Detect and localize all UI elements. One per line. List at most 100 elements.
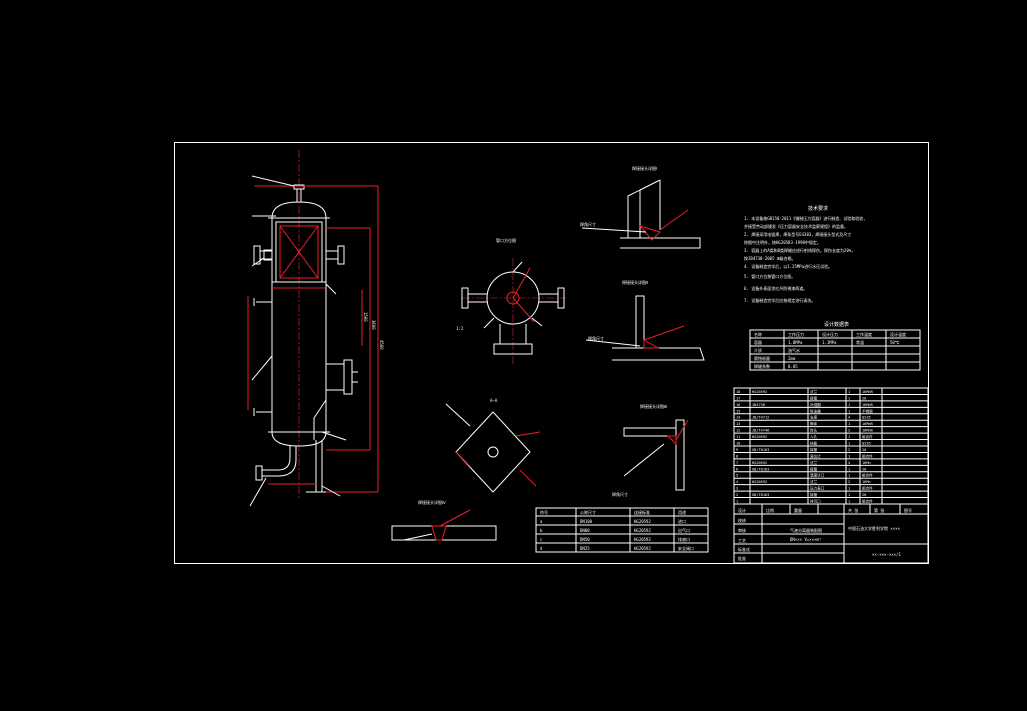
design-cell: 腐蚀裕量 bbox=[754, 355, 770, 361]
bom-cell: Q235 bbox=[862, 416, 871, 420]
bom-cell: 2 bbox=[848, 480, 850, 484]
bom-cell: 11 bbox=[736, 435, 740, 439]
bom-cell: 1 bbox=[848, 442, 850, 446]
bom-cell: 18 bbox=[736, 390, 740, 394]
nozzle-header: 符号 bbox=[540, 509, 548, 515]
dim-part-text: 1500 bbox=[363, 312, 368, 322]
drawing-number: ××-×××-×××/1 bbox=[872, 552, 901, 557]
bom-cell: 1 bbox=[848, 422, 850, 426]
design-cell: 常温 bbox=[856, 339, 864, 345]
nozzle-cell: 排液口 bbox=[678, 536, 690, 542]
design-data-table: 设计数据表 名称 工作压力 设计压力 工作温度 设计温度 容器 1.0MPa 1… bbox=[749, 321, 921, 371]
bom-cell: 20 bbox=[862, 396, 866, 400]
nozzle-cell: DN80 bbox=[580, 528, 590, 533]
bom-cell: 组合件 bbox=[862, 434, 873, 439]
title-row-label: 批准 bbox=[738, 555, 746, 561]
bom-cell: 压力表口 bbox=[810, 486, 825, 491]
bom-cell: 2 bbox=[848, 429, 850, 433]
design-header: 工作温度 bbox=[856, 331, 872, 337]
bom-cell: JB4736 bbox=[752, 403, 765, 407]
bom-cell: 8 bbox=[736, 454, 738, 458]
bom-cell: 17 bbox=[736, 396, 740, 400]
nozzle-cell: a bbox=[540, 519, 543, 524]
weld-size-label-2: 焊角尺寸 bbox=[588, 335, 604, 341]
bom-cell: 4 bbox=[736, 480, 738, 484]
bom-cell: HG20592 bbox=[752, 435, 767, 439]
weld-detail-2: 焊接接头详图Ⅱ 焊角尺寸 bbox=[585, 279, 705, 361]
bom-cell: GB/T8163 bbox=[752, 448, 769, 452]
bom-cell: 1 bbox=[848, 500, 850, 504]
bom-cell: GB/T8163 bbox=[752, 467, 769, 471]
bom-cell: 16MnR bbox=[862, 429, 874, 433]
company-name: 中国石油大学胜利学院 ×××× bbox=[848, 525, 901, 531]
drawing-spec: DN××× V=×××m³ bbox=[790, 537, 821, 542]
bom-cell: 1 bbox=[848, 487, 850, 491]
nozzle-header: 连接标准 bbox=[634, 509, 650, 515]
note-line: 并接受劳动部颁发《压力容器安全技术监察规程》的监督。 bbox=[744, 223, 848, 229]
title-block: 设计 校核 审核 工艺 标准化 批准 比例 重量 共 张 第 张 图号 气液分离… bbox=[733, 503, 929, 564]
bom-cell: 20 bbox=[862, 448, 866, 452]
weld-size-label-1: 焊角尺寸 bbox=[580, 221, 596, 227]
bom-cell: 挡板 bbox=[810, 441, 818, 446]
bom-cell: 3 bbox=[736, 487, 738, 491]
design-header: 设计压力 bbox=[822, 331, 838, 337]
bom-cell: 排污口 bbox=[810, 499, 821, 504]
bom-cell: 1 bbox=[848, 474, 850, 478]
bom-cell: 1 bbox=[848, 493, 850, 497]
bom-cell: 2 bbox=[848, 448, 850, 452]
bom-cell: 20 bbox=[862, 467, 866, 471]
bom-cell: 1 bbox=[736, 500, 738, 504]
drawing-name: 气液分离器装配图 bbox=[790, 527, 822, 533]
bom-cell: JB/T4746 bbox=[752, 429, 769, 433]
title-col-label: 比例 bbox=[766, 507, 774, 513]
note-line: 1. 本设备按GB150-2011《钢制压力容器》进行制造、试验和验收， bbox=[744, 215, 867, 221]
design-cell: 1.1MPa bbox=[822, 340, 837, 345]
title-row-label: 校核 bbox=[738, 517, 746, 523]
scale-note: 1:2 bbox=[456, 326, 464, 331]
bom-cell: JB/T4712 bbox=[752, 416, 769, 420]
bom-cell: 4 bbox=[848, 461, 850, 465]
title-row-label: 工艺 bbox=[738, 538, 746, 543]
section-aa: A—A bbox=[445, 398, 541, 493]
design-cell: 0.85 bbox=[788, 364, 798, 369]
bom-cell: 封头 bbox=[810, 428, 818, 433]
bom-cell: 1 bbox=[848, 435, 850, 439]
note-line: 按JB4730-2005 Ⅲ级合格。 bbox=[744, 255, 796, 261]
bom-cell: 法兰 bbox=[810, 460, 818, 465]
bom-cell: 补强圈 bbox=[810, 402, 821, 407]
bom-cell: 1 bbox=[848, 454, 850, 458]
nozzle-cell: 进口 bbox=[678, 518, 686, 524]
bom-cell: 筒体 bbox=[810, 421, 818, 426]
weld-detail-2-title: 焊接接头详图Ⅱ bbox=[622, 279, 648, 285]
bom-cell: 10 bbox=[736, 442, 740, 446]
dim-shell-text: 3600 bbox=[371, 320, 376, 330]
bom-cell: 16 bbox=[736, 403, 740, 407]
note-line: 7. 设备制造完毕后应按规定进行清洗。 bbox=[744, 297, 815, 303]
drawing-border bbox=[174, 142, 929, 564]
bom-cell: 5 bbox=[736, 474, 738, 478]
section-aa-title: A—A bbox=[490, 398, 498, 403]
bom-cell: 16MnR bbox=[862, 422, 874, 426]
bom-cell: 法兰 bbox=[810, 479, 818, 484]
design-header: 设计温度 bbox=[890, 331, 906, 337]
bom-cell: 9 bbox=[736, 448, 738, 452]
nozzle-cell: DN50 bbox=[580, 537, 590, 542]
bom-cell: 20 bbox=[862, 493, 866, 497]
nozzle-cell: HG20592 bbox=[634, 546, 651, 551]
nozzle-cell: DN100 bbox=[580, 519, 593, 524]
nozzle-cell: d bbox=[540, 546, 543, 551]
design-cell: 50℃ bbox=[890, 340, 900, 345]
note-line: 3. 容器上的A类和B类焊缝应进行射线探伤，探伤长度为20%， bbox=[744, 247, 855, 253]
nozzle-cell: HG20592 bbox=[634, 528, 651, 533]
title-col-label: 图号 bbox=[904, 507, 912, 513]
bom-cell: 接管 bbox=[810, 466, 818, 471]
bom-cell: 6 bbox=[736, 467, 738, 471]
note-line: 5. 管口方位按管口方位图。 bbox=[744, 273, 795, 279]
weld-detail-3-title: 焊接接头详图Ⅲ bbox=[640, 403, 667, 409]
bom-cell: Q235 bbox=[862, 442, 871, 446]
design-cell: 介质 bbox=[754, 347, 762, 353]
design-cell: 焊缝系数 bbox=[754, 363, 770, 369]
bom-cell: 14 bbox=[736, 416, 740, 420]
